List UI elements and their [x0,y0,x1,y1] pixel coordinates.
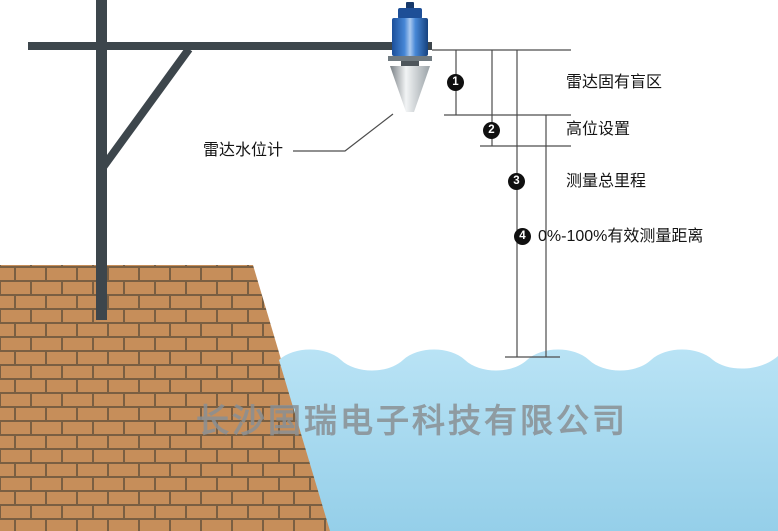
mounting-brace [97,46,193,173]
sensor-label: 雷达水位计 [203,142,284,159]
annotation-label-high-setting: 高位设置 [566,121,631,138]
water-surface [279,349,778,531]
sensor-neck [401,61,419,66]
mounting-pole [96,0,107,320]
annotation-label-total-range: 测量总里程 [566,173,647,190]
brick-embankment [0,265,332,531]
sensor-horn-antenna [390,66,430,112]
mounting-arm [28,42,432,50]
annotation-badge-3: 3 [508,173,525,190]
annotation-label-effective-distance: 0%-100%有效测量距离 [538,228,704,245]
sensor-body [392,18,428,56]
annotation-label-blind-zone: 雷达固有盲区 [566,74,663,91]
annotation-badge-4: 4 [514,228,531,245]
company-watermark: 长沙国瑞电子科技有限公司 [196,402,628,439]
annotation-badge-2: 2 [483,122,500,139]
sensor-cap [398,8,422,19]
annotation-badge-1: 1 [447,74,464,91]
measurement-lines [432,49,571,358]
sensor-leader-line [293,113,394,152]
radar-sensor [388,2,432,112]
sensor-flange [388,56,432,61]
sensor-top-nub [406,2,414,9]
